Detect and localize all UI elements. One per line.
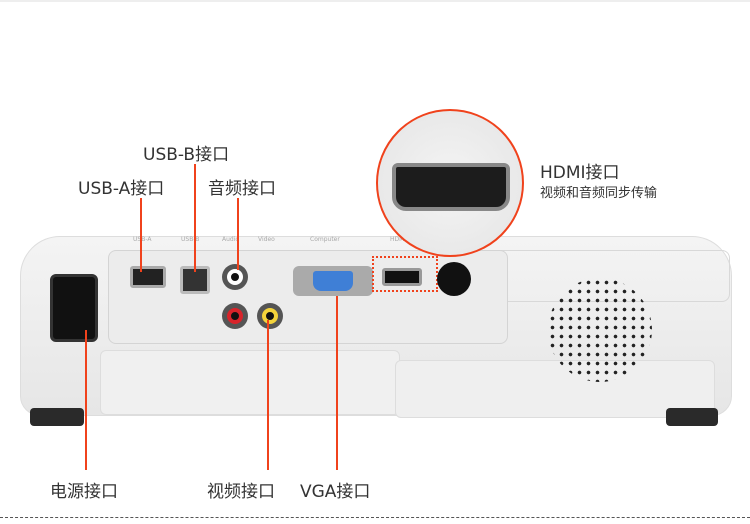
hdmi-port-enlarged [392, 163, 510, 211]
pointer-usb-b [194, 164, 196, 272]
pointer-video [267, 320, 269, 470]
vga-port [293, 266, 373, 296]
hdmi-highlight [372, 256, 438, 292]
shadow-top [0, 0, 750, 2]
pointer-usb-a [140, 198, 142, 272]
label-video: 视频接口 [207, 482, 275, 502]
projector-base-right [395, 360, 715, 418]
label-vga: VGA接口 [300, 482, 371, 502]
power-socket [50, 274, 98, 342]
projector-base [100, 350, 400, 415]
device-label-usb-b: USB-B [181, 236, 200, 243]
label-audio: 音频接口 [208, 179, 276, 199]
speaker-grille [548, 278, 652, 382]
label-hdmi: HDMI接口 [540, 163, 620, 183]
pointer-audio [237, 198, 239, 270]
video-port-yellow [257, 303, 283, 329]
pointer-power [85, 330, 87, 470]
label-usb-a: USB-A接口 [78, 179, 165, 199]
device-label-computer: Computer [310, 236, 340, 243]
label-hdmi-desc: 视频和音频同步传输 [540, 186, 658, 201]
hdmi-zoom-circle [376, 109, 524, 257]
audio-port-red [222, 303, 248, 329]
lens-sensor [437, 262, 471, 296]
device-label-usb-a: USB-A [133, 236, 152, 243]
audio-port [222, 264, 248, 290]
device-label-video: Video [258, 236, 275, 243]
device-label-hdmi: HDMI [390, 236, 407, 243]
pointer-vga [336, 296, 338, 470]
device-label-audio: Audio [222, 236, 240, 243]
usb-a-port [130, 266, 166, 288]
label-usb-b: USB-B接口 [143, 145, 230, 165]
foot-right [666, 408, 718, 426]
label-power: 电源接口 [50, 482, 118, 502]
foot-left [30, 408, 84, 426]
bottom-divider [0, 517, 750, 518]
hdmi-port [382, 268, 422, 286]
